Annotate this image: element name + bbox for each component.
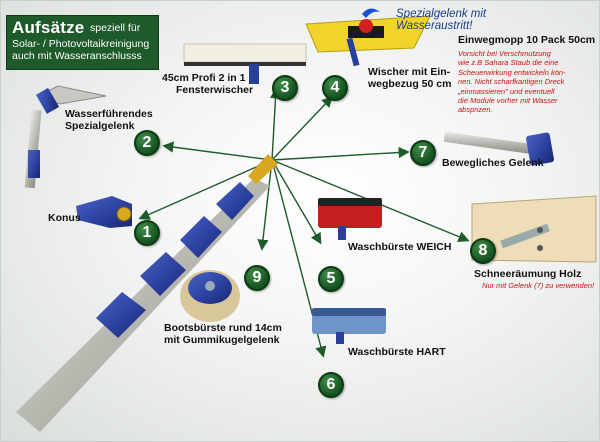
label-wischer-1: Wischer mit Ein- — [368, 66, 451, 78]
soft-brush-icon — [318, 198, 382, 240]
header-subtitle-3: auch mit Wasseranschlusss — [12, 50, 142, 62]
label-waschbuerste-hart: Waschbürste HART — [348, 346, 446, 358]
mop-wiper-icon — [305, 8, 431, 67]
badge-8: 8 — [470, 238, 496, 264]
pointer-arrows — [138, 87, 470, 358]
note-schneeraeumung: Nur mit Gelenk (7) zu verwenden! — [482, 281, 595, 290]
page-title: Aufsätze — [12, 18, 85, 37]
einwegmopp-note-line: Vorsicht bei Verschmutzung — [458, 49, 551, 58]
badge-4: 4 — [322, 75, 348, 101]
label-fensterwischer-1: 45cm Profi 2 in 1 — [162, 72, 246, 84]
label-bewegliches-gelenk: Bewegliches Gelenk — [442, 157, 544, 169]
header-subtitle-1: speziell für — [90, 22, 141, 34]
einwegmopp-note-line: Scheuerwirkung entwickeln kön- — [458, 67, 566, 77]
badge-9: 9 — [244, 265, 270, 291]
badge-1: 1 — [134, 220, 160, 246]
label-konus: Konus — [48, 212, 81, 224]
einwegmopp-note: Vorsicht bei Verschmutzung wie z.B Sahar… — [458, 49, 566, 115]
hard-brush-icon — [312, 308, 386, 344]
callout-line-2: Wasseraustritt! — [396, 20, 473, 32]
window-wiper-icon — [183, 43, 307, 84]
snow-shovel-icon — [471, 195, 597, 263]
callout-line-1: Spezialgelenk mit — [396, 8, 487, 20]
cone-icon — [76, 196, 132, 228]
badge-5: 5 — [318, 266, 344, 292]
header-subtitle-2: Solar- / Photovoltaikreinigung — [12, 38, 150, 50]
label-waschbuerste-weich: Waschbürste WEICH — [348, 241, 452, 253]
label-wischer-2: wegbezug 50 cm — [368, 78, 452, 90]
einwegmopp-note-line: wie z.B Sahara Staub die eine — [458, 58, 559, 68]
badge-3: 3 — [272, 75, 298, 101]
badge-7: 7 — [410, 140, 436, 166]
badge-2: 2 — [134, 130, 160, 156]
label-schneeraeumung: Schneeräumung Holz — [474, 268, 582, 280]
callout-spezialgelenk: Spezialgelenk mit Wasseraustritt! — [396, 8, 486, 32]
einwegmopp-note-line: „einmassieren" und eventuell — [458, 86, 555, 96]
header-box: Aufsätze speziell für Solar- / Photovolt… — [6, 15, 159, 70]
label-bootsbuerste-1: Bootsbürste rund 14cm — [164, 322, 282, 334]
badge-6: 6 — [318, 372, 344, 398]
label-spezialgelenk-1: Wasserführendes — [65, 108, 153, 120]
round-brush-icon — [180, 270, 240, 322]
einwegmopp-note-line: nen. Nicht scharfkantigen Dreck — [458, 77, 565, 87]
label-fensterwischer-2: Fensterwischer — [176, 84, 254, 96]
movable-joint-icon — [443, 131, 554, 166]
einwegmopp-note-line: absprizen. — [458, 105, 493, 115]
einwegmopp-note-line: die Module vorher mit Wasser — [458, 96, 558, 106]
label-bootsbuerste-2: mit Gummikugelgelenk — [164, 334, 280, 346]
label-spezialgelenk-2: Spezialgelenk — [65, 120, 135, 132]
telescopic-pole-icon — [16, 154, 278, 432]
einwegmopp-title: Einwegmopp 10 Pack 50cm — [458, 34, 596, 46]
water-joint-icon — [24, 85, 107, 189]
